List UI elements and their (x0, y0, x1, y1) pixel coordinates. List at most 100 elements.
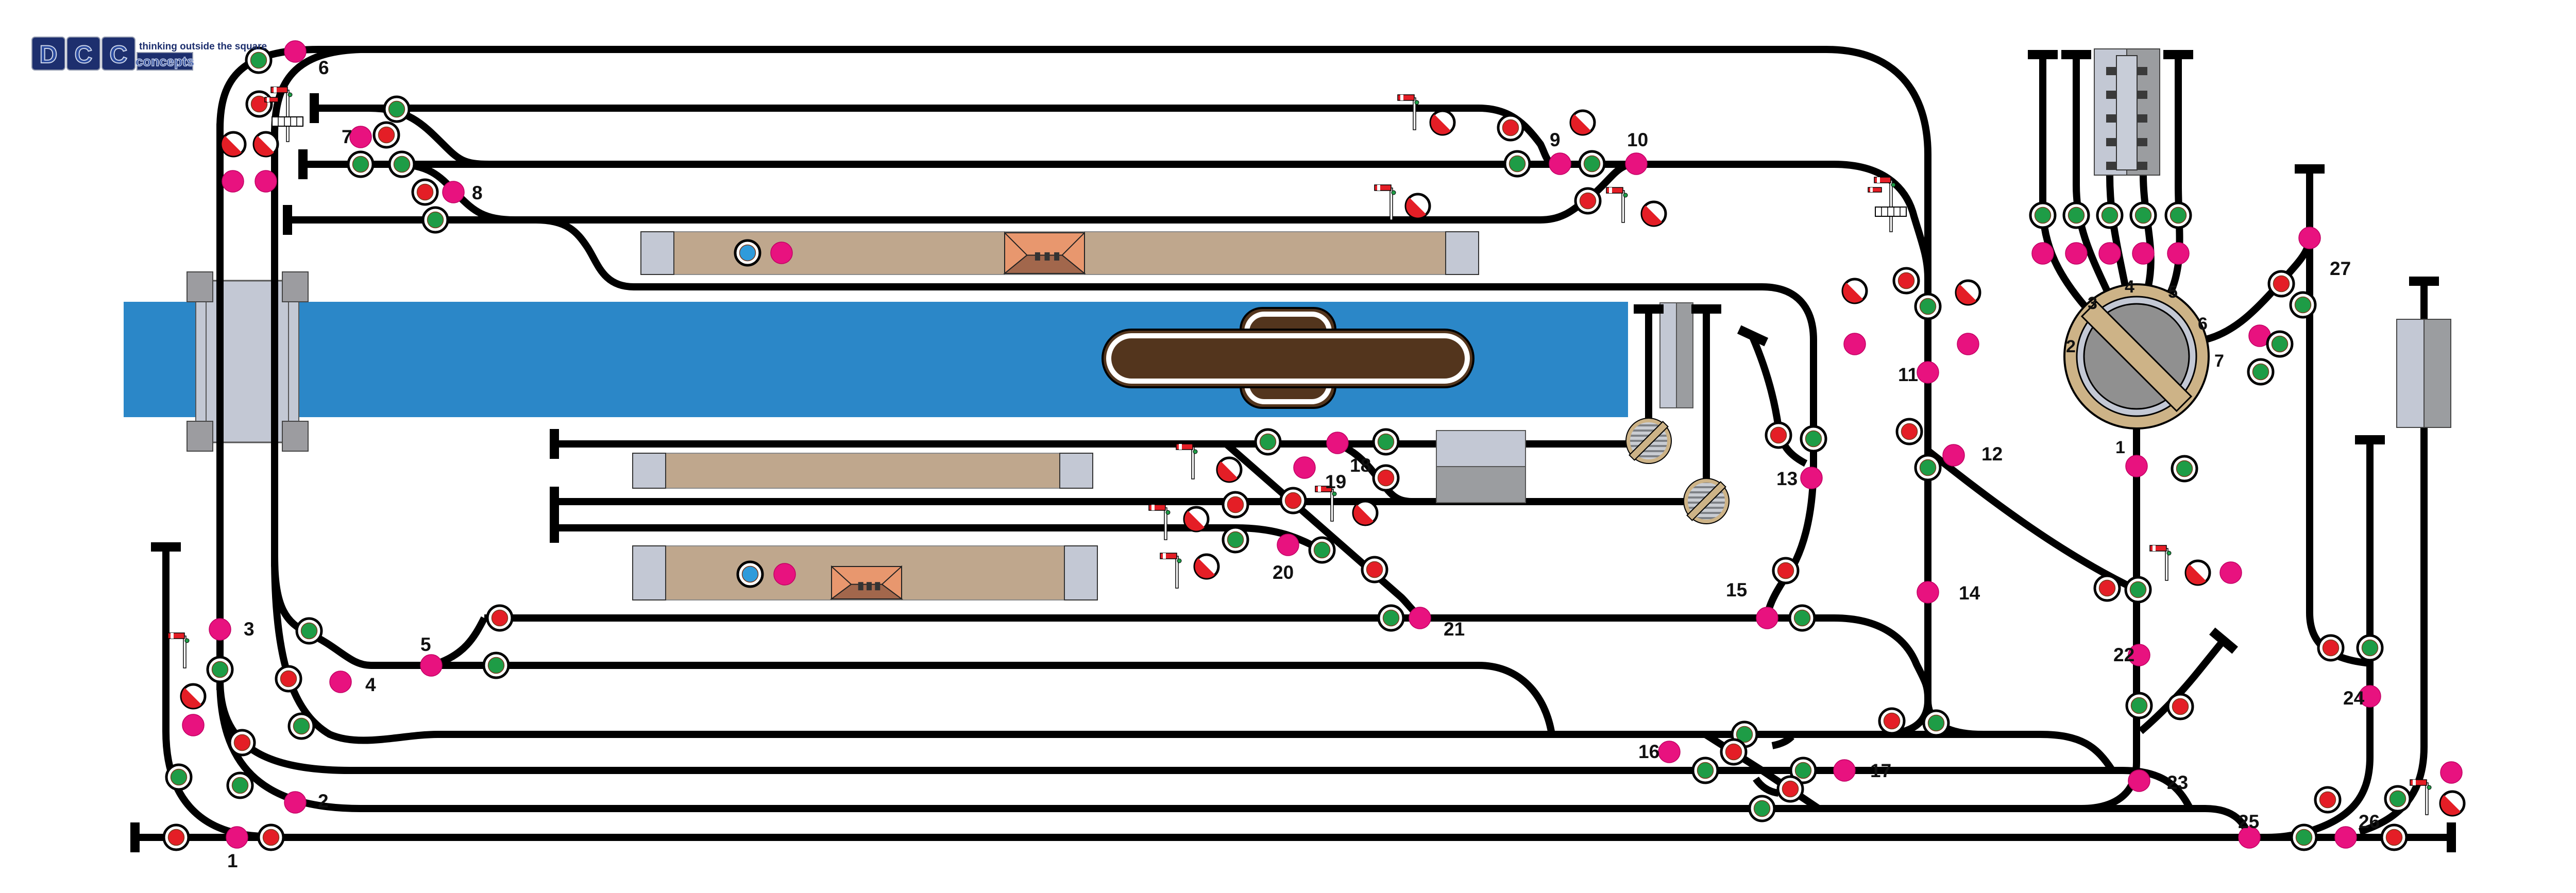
green-indicator[interactable] (206, 656, 234, 683)
route-button[interactable] (1917, 581, 1939, 604)
green-indicator[interactable] (421, 206, 449, 234)
green-indicator[interactable] (347, 150, 375, 178)
semaphore-signal[interactable] (1148, 504, 1171, 540)
route-button[interactable] (1917, 361, 1939, 384)
route-button[interactable] (1756, 607, 1778, 629)
red-indicator[interactable] (1720, 738, 1748, 766)
red-indicator[interactable] (275, 665, 302, 693)
red-indicator[interactable] (1772, 557, 1800, 585)
green-indicator[interactable] (1691, 757, 1719, 784)
route-button[interactable] (2219, 561, 2242, 584)
green-indicator[interactable] (295, 617, 323, 645)
green-indicator[interactable] (1254, 428, 1282, 456)
green-indicator[interactable] (2062, 201, 2090, 229)
red-indicator[interactable] (1574, 187, 1602, 215)
semaphore-signal[interactable] (1868, 177, 1907, 232)
green-indicator[interactable] (1222, 526, 1249, 554)
red-indicator[interactable] (1497, 114, 1524, 142)
route-button[interactable] (209, 618, 231, 641)
route-button[interactable] (1326, 432, 1349, 454)
route-button[interactable] (2132, 242, 2155, 265)
route-button[interactable] (1625, 152, 1648, 175)
ground-disc-signal[interactable] (1640, 200, 1667, 227)
route-button[interactable] (284, 791, 307, 814)
route-button[interactable] (2238, 826, 2261, 849)
ground-disc-signal[interactable] (1429, 109, 1456, 136)
red-indicator[interactable] (1895, 418, 1923, 445)
route-button[interactable] (2167, 242, 2190, 265)
red-indicator[interactable] (1279, 487, 1307, 514)
red-indicator[interactable] (1776, 775, 1804, 803)
semaphore-signal[interactable] (264, 87, 303, 142)
route-button[interactable] (2098, 242, 2121, 265)
route-button[interactable] (222, 170, 244, 193)
wagon-turntable[interactable] (1625, 418, 1672, 464)
red-indicator[interactable] (2093, 574, 2121, 602)
route-button[interactable] (284, 40, 307, 63)
ground-disc-signal[interactable] (1841, 278, 1868, 304)
green-indicator[interactable] (1788, 604, 1816, 632)
semaphore-signal[interactable] (2410, 779, 2432, 815)
red-indicator[interactable] (245, 90, 273, 118)
green-indicator[interactable] (1503, 150, 1531, 178)
route-button[interactable] (1293, 456, 1316, 479)
semaphore-signal[interactable] (167, 632, 190, 668)
semaphore-signal[interactable] (1176, 443, 1198, 479)
red-indicator[interactable] (2166, 693, 2194, 720)
route-button[interactable] (1957, 333, 1979, 355)
route-button[interactable] (1409, 607, 1431, 629)
route-button[interactable] (2125, 455, 2148, 477)
ground-disc-signal[interactable] (1404, 193, 1431, 219)
red-indicator[interactable] (1892, 267, 1920, 295)
red-indicator[interactable] (372, 121, 400, 149)
semaphore-signal[interactable] (1606, 187, 1628, 223)
ground-disc-signal[interactable] (1193, 553, 1220, 580)
green-indicator[interactable] (2125, 692, 2153, 719)
red-indicator[interactable] (2267, 270, 2295, 298)
green-indicator[interactable] (1377, 604, 1405, 632)
route-button[interactable] (1833, 759, 1856, 782)
green-indicator[interactable] (226, 771, 254, 799)
red-indicator[interactable] (1222, 491, 1249, 519)
blue-indicator[interactable] (734, 239, 761, 267)
route-button[interactable] (2031, 242, 2054, 265)
route-button[interactable] (1800, 467, 1823, 489)
green-indicator[interactable] (2289, 291, 2317, 319)
green-indicator[interactable] (1789, 757, 1817, 784)
green-indicator[interactable] (1578, 150, 1606, 178)
route-button[interactable] (1549, 152, 1571, 175)
red-indicator[interactable] (1361, 556, 1388, 583)
green-indicator[interactable] (165, 763, 193, 791)
green-indicator[interactable] (2164, 201, 2192, 229)
route-button[interactable] (182, 714, 205, 736)
green-indicator[interactable] (1914, 293, 1942, 320)
green-indicator[interactable] (1308, 536, 1336, 564)
green-indicator[interactable] (2124, 576, 2152, 604)
red-indicator[interactable] (228, 729, 256, 757)
semaphore-signal[interactable] (2149, 545, 2172, 581)
route-button[interactable] (2359, 685, 2381, 708)
green-indicator[interactable] (383, 95, 411, 123)
red-indicator[interactable] (1878, 707, 1906, 735)
green-indicator[interactable] (2171, 455, 2198, 483)
route-button[interactable] (1277, 534, 1299, 556)
green-indicator[interactable] (388, 150, 416, 178)
green-indicator[interactable] (2029, 201, 2057, 229)
green-indicator[interactable] (2096, 201, 2124, 229)
ground-disc-signal[interactable] (180, 683, 207, 710)
ground-disc-signal[interactable] (1352, 500, 1379, 526)
green-indicator[interactable] (1748, 795, 1776, 822)
ground-disc-signal[interactable] (2184, 559, 2211, 586)
green-indicator[interactable] (482, 651, 510, 679)
green-indicator[interactable] (2247, 358, 2275, 386)
route-button[interactable] (442, 181, 465, 203)
route-button[interactable] (2334, 826, 2357, 849)
red-indicator[interactable] (162, 823, 190, 851)
route-button[interactable] (1942, 444, 1965, 467)
green-indicator[interactable] (1922, 709, 1950, 737)
green-indicator[interactable] (2290, 823, 2318, 851)
red-indicator[interactable] (2314, 786, 2342, 814)
semaphore-signal[interactable] (1397, 94, 1419, 130)
route-button[interactable] (2440, 761, 2463, 784)
ground-disc-signal[interactable] (1183, 506, 1210, 533)
